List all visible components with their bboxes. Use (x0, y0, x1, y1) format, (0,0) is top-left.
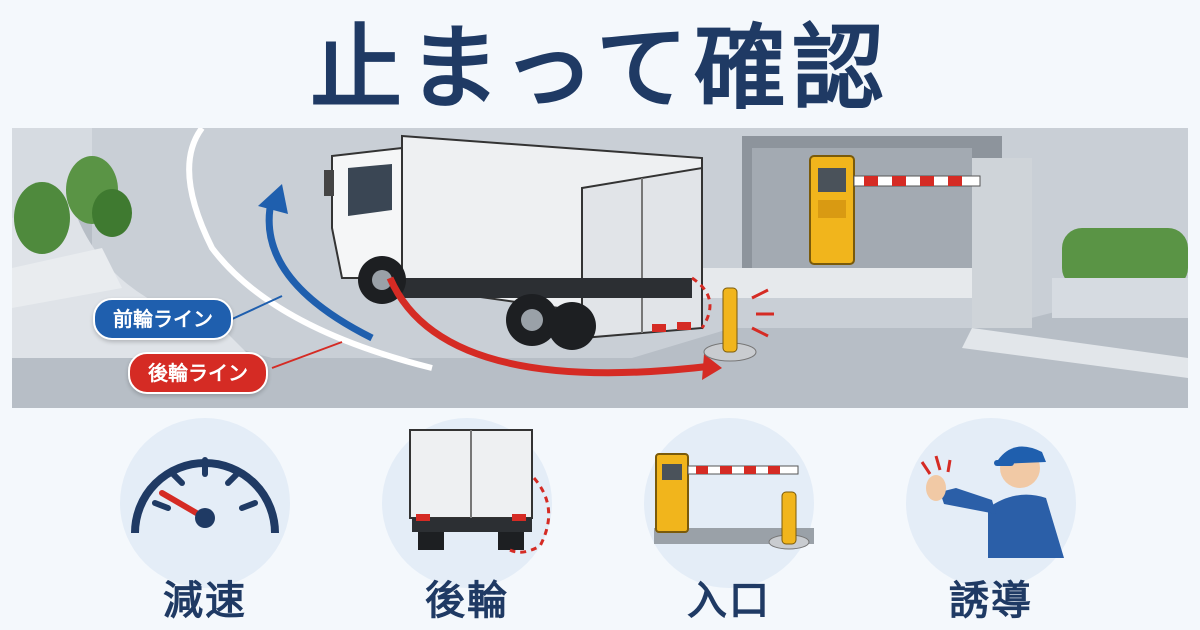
truck-turn-scene (12, 128, 1188, 408)
gate-barrier-icon (654, 453, 814, 550)
icon-label-guide: 誘導 (949, 578, 1033, 624)
icon-block-entrance: 入口 (634, 418, 834, 628)
icon-label-entrance: 入口 (687, 578, 771, 624)
guide-person-icon (920, 446, 1064, 558)
rear-wheel-line-label: 後輪ライン (128, 352, 268, 394)
icon-label-rear-wheel: 後輪 (425, 578, 509, 624)
page-title: 止まって確認 (310, 15, 890, 122)
icon-label-slow-down: 減速 (163, 578, 247, 624)
truck-rear-wheel-icon (409, 429, 551, 554)
icon-block-guide: 誘導 (896, 418, 1096, 628)
speedometer-icon (131, 457, 279, 534)
front-wheel-line-label: 前輪ライン (93, 298, 233, 340)
icon-block-slow-down: 減速 (110, 418, 310, 628)
icon-block-rear-wheel: 後輪 (372, 418, 572, 628)
